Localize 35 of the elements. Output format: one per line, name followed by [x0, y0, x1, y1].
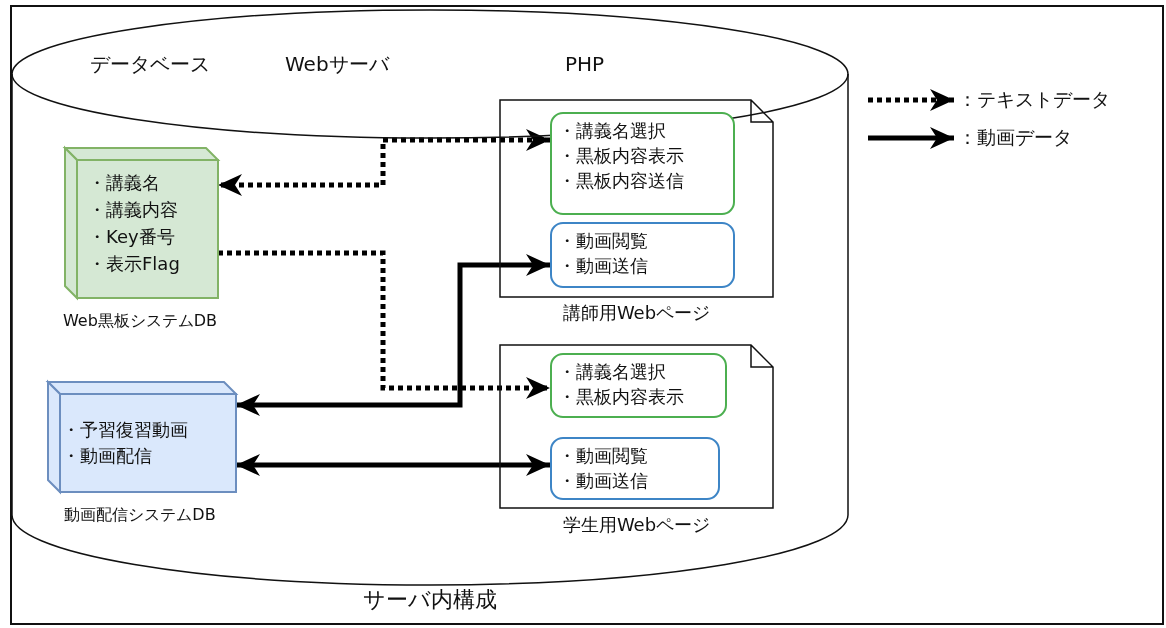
list-item: ・動画配信 [62, 445, 152, 467]
header-text: Webサーバ [285, 52, 389, 76]
caption-text: Web黒板システムDB [61, 311, 219, 331]
list-item: ・予習復習動画 [62, 419, 188, 441]
function-box [550, 112, 735, 215]
header-text: データベース [90, 52, 210, 76]
list-item: ・講義名 [88, 172, 160, 194]
caption-text: サーバ内構成 [362, 587, 498, 614]
arrow [236, 254, 550, 416]
list-item: ・黒板内容送信 [558, 170, 684, 192]
list-item: ・講義名選択 [558, 120, 666, 142]
list-item: ・動画閲覧 [558, 230, 648, 252]
list-item: ・動画送信 [558, 255, 648, 277]
arrow [218, 250, 550, 399]
arrow [218, 129, 550, 196]
list-item: ・黒板内容表示 [558, 386, 684, 408]
database-cylinder [12, 10, 848, 585]
caption-text: 学生用Webページ [561, 514, 712, 536]
list-item: ・講義名選択 [558, 361, 666, 383]
function-box [550, 222, 735, 288]
list-item: ・動画送信 [558, 470, 648, 492]
function-box [550, 353, 727, 418]
list-item: ・講義内容 [88, 199, 178, 221]
legend-text: ：テキストデータ [958, 88, 1110, 111]
legend-text: ：動画データ [958, 126, 1072, 149]
caption-text: 動画配信システムDB [63, 505, 217, 525]
header-text: PHP [565, 52, 605, 76]
frame-border [10, 5, 1164, 625]
list-item: ・Key番号 [88, 226, 175, 248]
list-item: ・黒板内容表示 [558, 145, 684, 167]
list-item: ・動画閲覧 [558, 445, 648, 467]
list-item: ・表示Flag [88, 253, 180, 275]
arrow [236, 454, 550, 476]
caption-text: 講師用Webページ [561, 302, 712, 324]
function-box [550, 437, 720, 500]
